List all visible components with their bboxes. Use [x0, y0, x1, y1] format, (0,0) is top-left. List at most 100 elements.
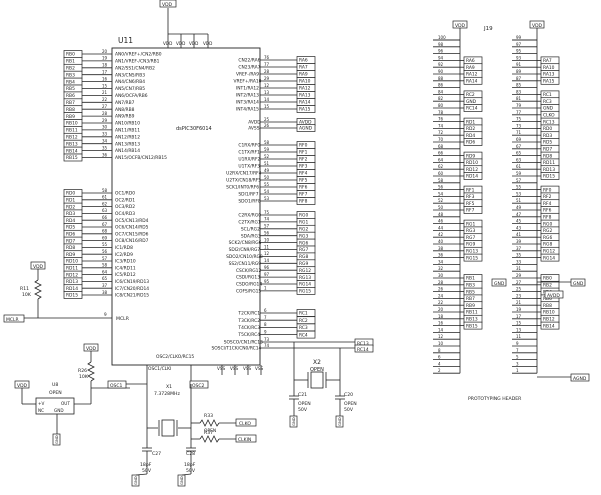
j19-net-tag-label: RF7: [466, 208, 475, 214]
pin-number: 12: [264, 83, 270, 88]
pin-number: 27: [102, 104, 108, 109]
pin-function: AN12/RB12: [115, 134, 140, 140]
net-tag-label: RG3: [299, 233, 308, 239]
u11-vdd-tag: VDD: [162, 2, 173, 8]
pin-function: T2CK/RC1: [237, 311, 260, 317]
net-tag-label: RB6: [66, 93, 75, 99]
j19-net-tag-label: RF2: [543, 194, 552, 200]
j19-pin-number-right: 85: [516, 83, 522, 88]
j19-agnd-tag: AGND: [573, 376, 587, 382]
pin-number: 34: [102, 139, 108, 144]
clkin-tag: CLKIN: [238, 437, 251, 443]
pin-number: 50: [264, 175, 270, 180]
j19-pin-number-right: 51: [516, 198, 522, 203]
pin-function: SOSCI/T1CK/CN0/RC14: [211, 346, 261, 352]
j19-net-tag-label: RG13: [466, 249, 478, 255]
x1-ref: X1: [166, 384, 172, 390]
j19-avdd-tag: AVDD: [547, 293, 560, 299]
net-tag-label: RD15: [66, 293, 78, 299]
j19-gnd-mid-tag: GND: [494, 281, 505, 287]
pin-number: 21: [102, 90, 108, 95]
net-tag-label: RD14: [66, 286, 78, 292]
u11-right-pins: CN22/RA676RA6CN23/RA777RA7VREF-/RA928RA9…: [211, 55, 316, 352]
pin-function: IC7/CN20/RD14: [115, 286, 149, 292]
j19-net-tag-label: RA13: [543, 72, 555, 78]
net-tag-label: RA9: [299, 72, 308, 78]
j19-net-tag-label: RA9: [466, 65, 475, 71]
j19-net-tag-label: RC1: [543, 92, 552, 98]
net-tag-label: AGND: [299, 126, 313, 132]
pin-function: SDA/RG3: [241, 233, 261, 239]
u8-sub: OPEN: [49, 390, 62, 396]
pin-number: 64: [102, 269, 108, 274]
net-tag-rg15: [296, 287, 316, 295]
pin-function: OC4/RD3: [115, 211, 135, 217]
j19-pin-number-left: 48: [438, 212, 444, 217]
j19-net-tag-label: RA6: [466, 58, 475, 64]
net-tag-agnd: [296, 124, 316, 132]
pin-number: 18: [102, 63, 108, 68]
j19-net-tag-label: RG7: [466, 235, 475, 241]
j19-pin-number-right: 45: [516, 219, 522, 224]
j19-net-tag-label: RD10: [466, 160, 478, 166]
j19-net-tag-label: RB6: [543, 296, 552, 302]
u11-vdd-pin: VDD: [163, 41, 172, 46]
pin-number: 67: [102, 222, 108, 227]
pin-function: T4CK/RC3: [237, 325, 260, 331]
j19-pin-number-left: 2: [438, 368, 441, 373]
j19-net-tag-label: RG12: [543, 249, 555, 255]
j19-net-tag-label: RB9: [466, 303, 475, 309]
j19-pin-number-left: 96: [438, 49, 444, 54]
pin-number: 58: [102, 188, 108, 193]
pin-function: CN22/RA6: [238, 58, 260, 64]
j19-pin-number-right: 43: [516, 225, 522, 230]
j19-pin-number-right: 15: [516, 321, 522, 326]
pin-number: 25: [264, 117, 270, 122]
j19-pin-number-left: 38: [438, 246, 444, 251]
pin-number: 97: [264, 272, 270, 277]
pin-number: 38: [102, 290, 108, 295]
j19-net-tag-label: RD15: [543, 174, 555, 180]
pin-number: 13: [264, 90, 270, 95]
j19-pin-number-left: 70: [438, 137, 444, 142]
j19-pin-number-left: 58: [438, 178, 444, 183]
j19-pin-number-right: 57: [516, 178, 522, 183]
j19-pin-number-left: 44: [438, 225, 444, 230]
j19-pin-number-right: 1: [516, 368, 519, 373]
pin-function: AN6/OCFA/RB6: [115, 93, 148, 99]
net-tag-label: RC4: [299, 332, 308, 338]
net-tag-label: RC1: [299, 311, 308, 317]
j19-pin-number-left: 42: [438, 232, 444, 237]
net-tag-label: RD5: [66, 225, 75, 231]
j19-pin-number-right: 87: [516, 76, 522, 81]
u8-gnd-tag: GND: [54, 435, 59, 444]
pin-number: 75: [264, 210, 270, 215]
u11-vss-pin: VSS: [243, 366, 252, 371]
pin-function: IC5/RD12: [115, 272, 136, 278]
j19-net-tag-label: RB8: [543, 303, 552, 309]
pin-function: C2TX/RG1: [238, 220, 260, 226]
net-tag-label: RB2: [66, 66, 75, 72]
j19-pin-number-left: 76: [438, 117, 444, 122]
pin-number: 56: [264, 231, 270, 236]
j19-net-tag-label: RG6: [543, 235, 552, 241]
net-tag-label: RF0: [299, 143, 308, 149]
j19-net-tag-label: RF4: [543, 201, 552, 207]
j19-net-tag-label: RC3: [543, 99, 552, 105]
net-tag-label: RF2: [299, 157, 308, 163]
j19-net-tag-label: RB10: [543, 310, 555, 316]
net-tag-label: RD9: [66, 252, 75, 258]
r11-val: 10K: [22, 292, 32, 298]
net-tag-label: RG7: [299, 247, 308, 253]
pin-function: C1TX/RF1: [238, 150, 260, 156]
j19-pin-number-left: 100: [438, 35, 446, 40]
pin-function: OC3/RD2: [115, 204, 135, 210]
pin-function: AN15/OCFB/CN12/RB15: [115, 155, 167, 161]
j19-pin-number-left: 28: [438, 280, 444, 285]
net-tag-label: RG15: [299, 289, 311, 295]
pin-function: INT2/RA13: [236, 93, 259, 99]
c21-v2: 50V: [298, 407, 308, 413]
net-tag-label: RD2: [66, 204, 75, 210]
u11-vdd-pin: VDD: [189, 41, 198, 46]
net-tag-label: AVDD: [299, 120, 312, 126]
